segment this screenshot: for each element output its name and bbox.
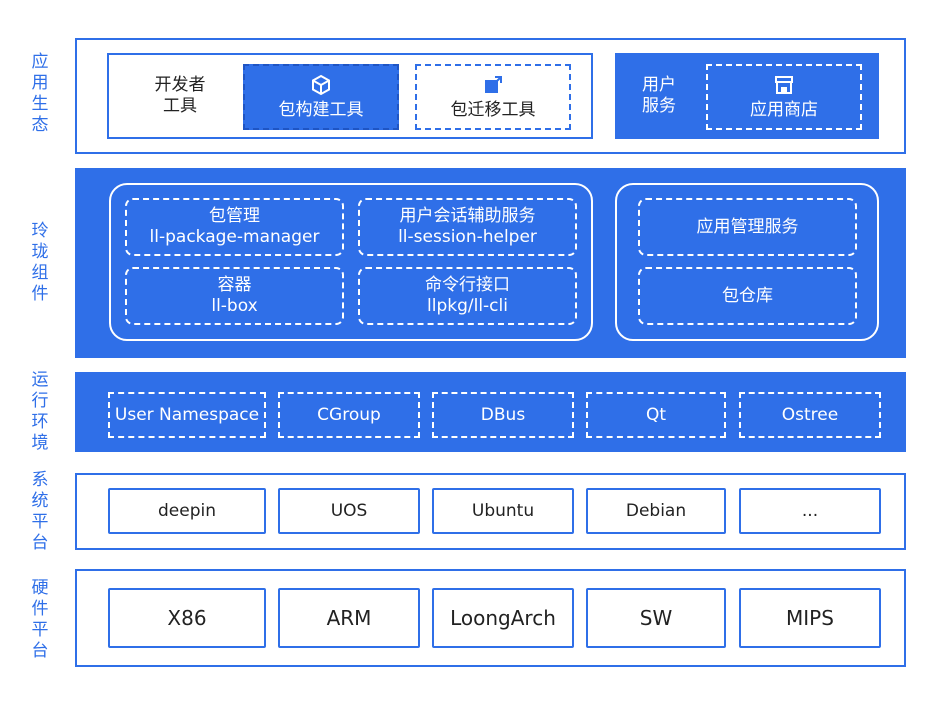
- repo-label: 包仓库: [722, 285, 773, 306]
- pkg-manager-title: 包管理: [209, 206, 260, 226]
- runtime-item[interactable]: Ostree: [739, 392, 881, 438]
- app-mgmt-service-label: 应用管理服务: [696, 216, 799, 237]
- system-item[interactable]: UOS: [278, 488, 420, 534]
- migrate-tool-box[interactable]: 包迁移工具: [415, 64, 571, 130]
- container-sub: ll-box: [211, 296, 258, 316]
- migrate-icon: [485, 75, 502, 93]
- build-tool-label: 包构建工具: [278, 99, 364, 120]
- pkg-manager-sub: ll-package-manager: [149, 227, 320, 247]
- hardware-item-label: LoongArch: [450, 606, 556, 630]
- system-item[interactable]: ...: [739, 488, 881, 534]
- session-helper-box[interactable]: 用户会话辅助服务 ll-session-helper: [358, 198, 577, 256]
- hardware-item-label: SW: [639, 606, 673, 630]
- migrate-tool-label: 包迁移工具: [450, 99, 536, 120]
- hardware-item-label: MIPS: [786, 606, 834, 630]
- store-icon: [775, 75, 793, 94]
- cli-title: 命令行接口: [425, 275, 510, 295]
- container-title: 容器: [217, 275, 252, 295]
- runtime-item[interactable]: Qt: [586, 392, 726, 438]
- core-components-group: [109, 183, 593, 341]
- container-box[interactable]: 容器 ll-box: [125, 267, 344, 325]
- runtime-item[interactable]: CGroup: [278, 392, 420, 438]
- hardware-item-label: ARM: [326, 606, 372, 630]
- layer-label-hardware: 硬件 平台: [31, 578, 49, 661]
- runtime-item-label: Ostree: [781, 405, 839, 425]
- services-group: [615, 183, 879, 341]
- user-services-group: [615, 53, 879, 139]
- session-helper-title: 用户会话辅助服务: [399, 206, 536, 226]
- cli-box[interactable]: 命令行接口 llpkg/ll-cli: [358, 267, 577, 325]
- system-item[interactable]: deepin: [108, 488, 266, 534]
- system-item-label: Debian: [625, 501, 687, 521]
- hardware-item[interactable]: ARM: [278, 588, 420, 648]
- system-item-label: UOS: [330, 501, 368, 521]
- runtime-layer: [75, 372, 906, 452]
- system-item-label: ...: [801, 501, 819, 521]
- app-mgmt-service-box[interactable]: 应用管理服务: [638, 198, 857, 256]
- hardware-item-label: X86: [167, 606, 207, 630]
- layer-label-app-eco: 应用 生态: [31, 52, 49, 135]
- runtime-item[interactable]: User Namespace: [108, 392, 266, 438]
- system-item-label: Ubuntu: [471, 501, 535, 521]
- hardware-item[interactable]: LoongArch: [432, 588, 574, 648]
- runtime-item-label: CGroup: [317, 405, 381, 425]
- app-store-label: 应用商店: [750, 99, 818, 120]
- layer-label-linglong: 玲珑 组件: [31, 221, 49, 304]
- repo-box[interactable]: 包仓库: [638, 267, 857, 325]
- dev-tools-label: 开发者 工具: [154, 75, 206, 116]
- pkg-manager-box[interactable]: 包管理 ll-package-manager: [125, 198, 344, 256]
- hardware-item[interactable]: MIPS: [739, 588, 881, 648]
- cli-sub: llpkg/ll-cli: [427, 296, 508, 316]
- layer-label-system: 系统 平台: [31, 470, 49, 553]
- runtime-item-label: User Namespace: [114, 405, 260, 425]
- app-store-box[interactable]: 应用商店: [706, 64, 862, 130]
- user-services-label: 用户 服务: [642, 75, 676, 116]
- runtime-item-label: DBus: [480, 405, 526, 425]
- build-tool-box[interactable]: 包构建工具: [243, 64, 399, 130]
- runtime-item[interactable]: DBus: [432, 392, 574, 438]
- runtime-item-label: Qt: [645, 405, 667, 425]
- system-item[interactable]: Ubuntu: [432, 488, 574, 534]
- system-item-label: deepin: [158, 501, 216, 521]
- layer-label-runtime: 运行 环境: [31, 370, 49, 453]
- cube-icon: [312, 74, 330, 95]
- hardware-item[interactable]: X86: [108, 588, 266, 648]
- system-item[interactable]: Debian: [586, 488, 726, 534]
- hardware-item[interactable]: SW: [586, 588, 726, 648]
- session-helper-sub: ll-session-helper: [398, 227, 537, 247]
